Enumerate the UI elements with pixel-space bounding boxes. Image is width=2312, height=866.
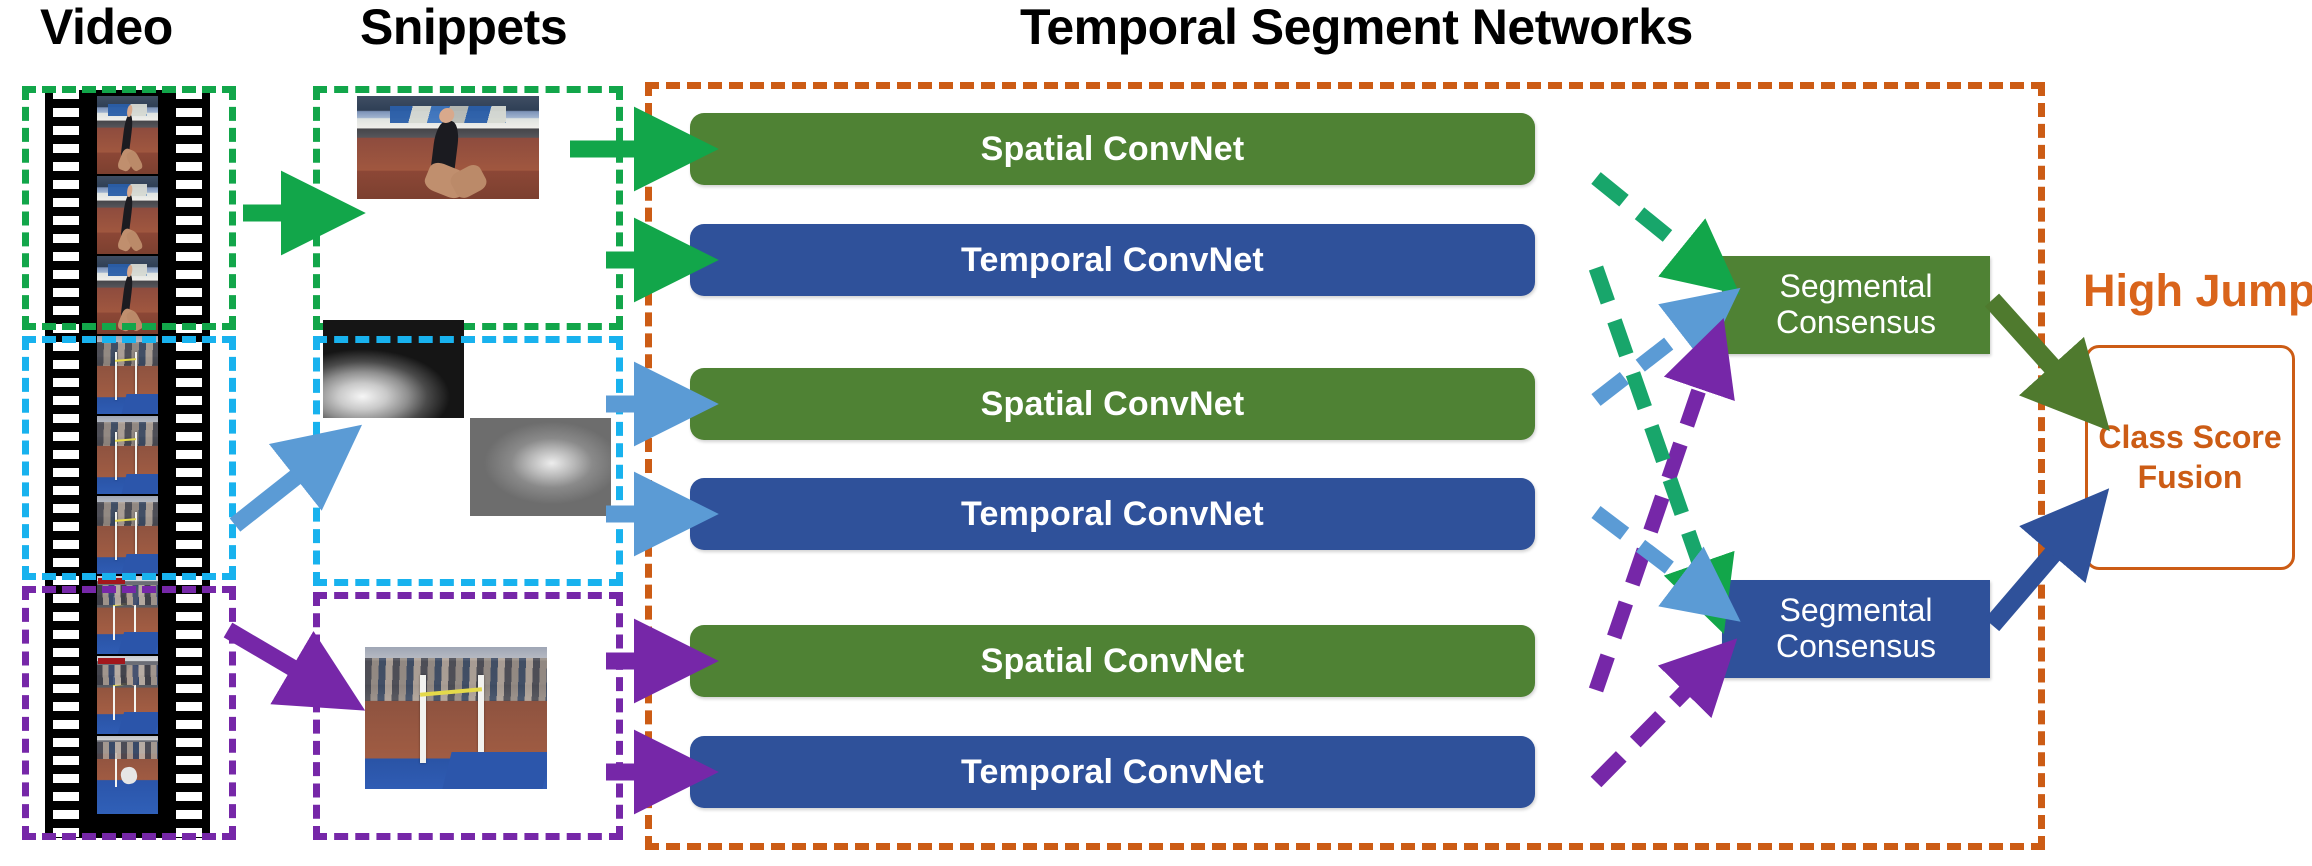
snippet-1-rgb	[357, 96, 539, 199]
snippet-1-flow-y	[470, 418, 611, 516]
temporal-convnet-2[interactable]: Temporal ConvNet	[690, 478, 1535, 550]
fusion-label-line1: Class Score	[2098, 419, 2282, 456]
consensus-label-line1: Segmental	[1779, 592, 1933, 629]
consensus-label-line2: Consensus	[1775, 304, 1937, 340]
spatial-convnet-3[interactable]: Spatial ConvNet	[690, 625, 1535, 697]
tsn-group-box	[645, 82, 2045, 850]
film-frame-2	[97, 176, 158, 254]
video-segment-2-box	[22, 336, 236, 580]
consensus-label-line1: Segmental	[1779, 268, 1933, 305]
film-frame-1	[97, 96, 158, 174]
film-frame-9	[97, 736, 158, 814]
page-title-snippets: Snippets	[360, 0, 568, 55]
snippet-group-2	[313, 336, 623, 586]
prediction-label: High Jump	[2083, 265, 2312, 316]
film-frame-6	[97, 496, 158, 574]
spatial-convnet-1[interactable]: Spatial ConvNet	[690, 113, 1535, 185]
video-segment-1-box	[22, 86, 236, 330]
film-frame-4	[97, 336, 158, 414]
film-frame-3	[97, 256, 158, 334]
video-segment-3-box	[22, 586, 236, 840]
spatial-convnet-2[interactable]: Spatial ConvNet	[690, 368, 1535, 440]
fusion-label-line2: Fusion	[2137, 458, 2243, 495]
film-perforations-right	[176, 90, 202, 838]
segmental-consensus-temporal[interactable]: Segmental Consensus	[1722, 580, 1990, 678]
film-frame-8	[97, 656, 158, 734]
class-score-fusion-box[interactable]: Class Score Fusion	[2085, 345, 2295, 570]
page-title-video: Video	[40, 0, 173, 55]
snippet-group-3	[313, 592, 623, 840]
video-filmstrip	[45, 90, 210, 838]
temporal-convnet-1[interactable]: Temporal ConvNet	[690, 224, 1535, 296]
temporal-convnet-3[interactable]: Temporal ConvNet	[690, 736, 1535, 808]
page-title-temporal-segment-networks: Temporal Segment Networks	[1020, 0, 1693, 55]
film-perforations-left	[53, 90, 79, 838]
segmental-consensus-spatial[interactable]: Segmental Consensus	[1722, 256, 1990, 354]
snippet-2-rgb	[365, 647, 547, 789]
film-frame-5	[97, 416, 158, 494]
consensus-label-line2: Consensus	[1775, 628, 1937, 664]
